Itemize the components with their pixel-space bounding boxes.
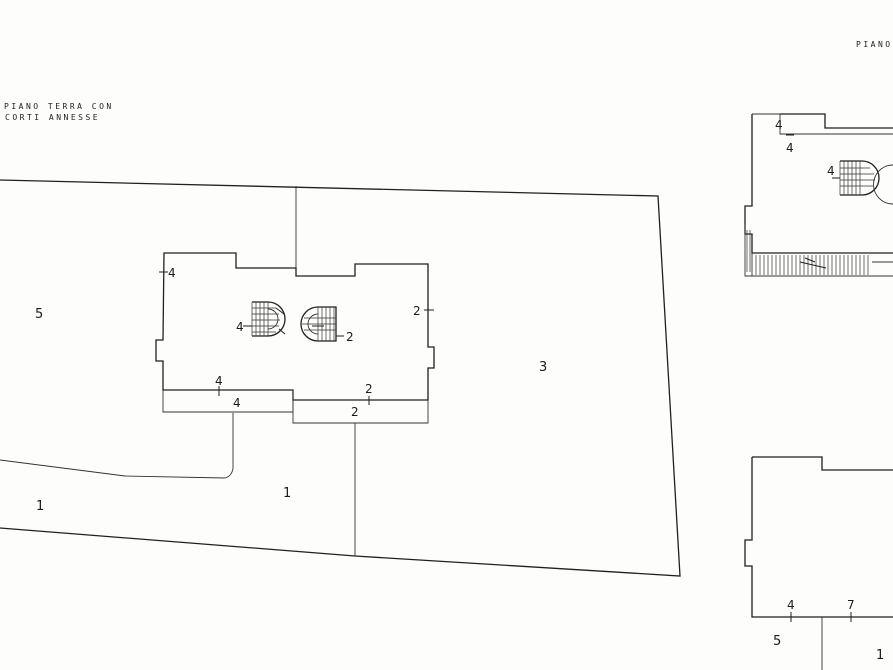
wall-label-left: 4	[168, 266, 176, 280]
area-label-3: 3	[539, 360, 547, 375]
area-label-5: 5	[35, 307, 43, 322]
plan-heading-line-1: PIANO TERRA CON	[4, 102, 114, 111]
right-lower-building	[744, 456, 893, 670]
wall-label-right: 2	[413, 304, 421, 318]
right-upper-building	[744, 113, 893, 277]
right-lower-label-b: 7	[847, 598, 855, 612]
staircase-right	[300, 306, 344, 342]
plan-heading-line-2: CORTI ANNESSE	[5, 113, 101, 122]
path-line	[0, 413, 234, 479]
right-lower-area-label-5: 5	[773, 634, 781, 649]
main-building-outline	[155, 252, 435, 401]
right-lower-label-a: 4	[787, 598, 795, 612]
staircase-left	[243, 301, 286, 337]
right-upper-label-top: 4	[775, 118, 783, 132]
right-upper-label-stair: 4	[827, 164, 835, 178]
front-label-left: 4	[215, 374, 223, 388]
front-strip-right	[292, 400, 429, 424]
stair-label-left: 4	[236, 320, 244, 334]
area-label-1-center: 1	[283, 486, 291, 501]
right-lower-area-label-1: 1	[876, 648, 884, 663]
stair-label-right: 2	[346, 330, 354, 344]
front-strip-left	[162, 390, 294, 413]
plan-heading-right: PIANO	[856, 40, 893, 49]
lot-boundary	[0, 179, 681, 577]
area-label-1-left: 1	[36, 499, 44, 514]
right-upper-label-mid: 4	[786, 141, 794, 155]
front-strip-label-right: 2	[351, 405, 359, 419]
plan-heading: PIANO TERRA CON CORTI ANNESSE	[4, 101, 114, 123]
front-strip-label-left: 4	[233, 396, 241, 410]
front-label-right: 2	[365, 382, 373, 396]
